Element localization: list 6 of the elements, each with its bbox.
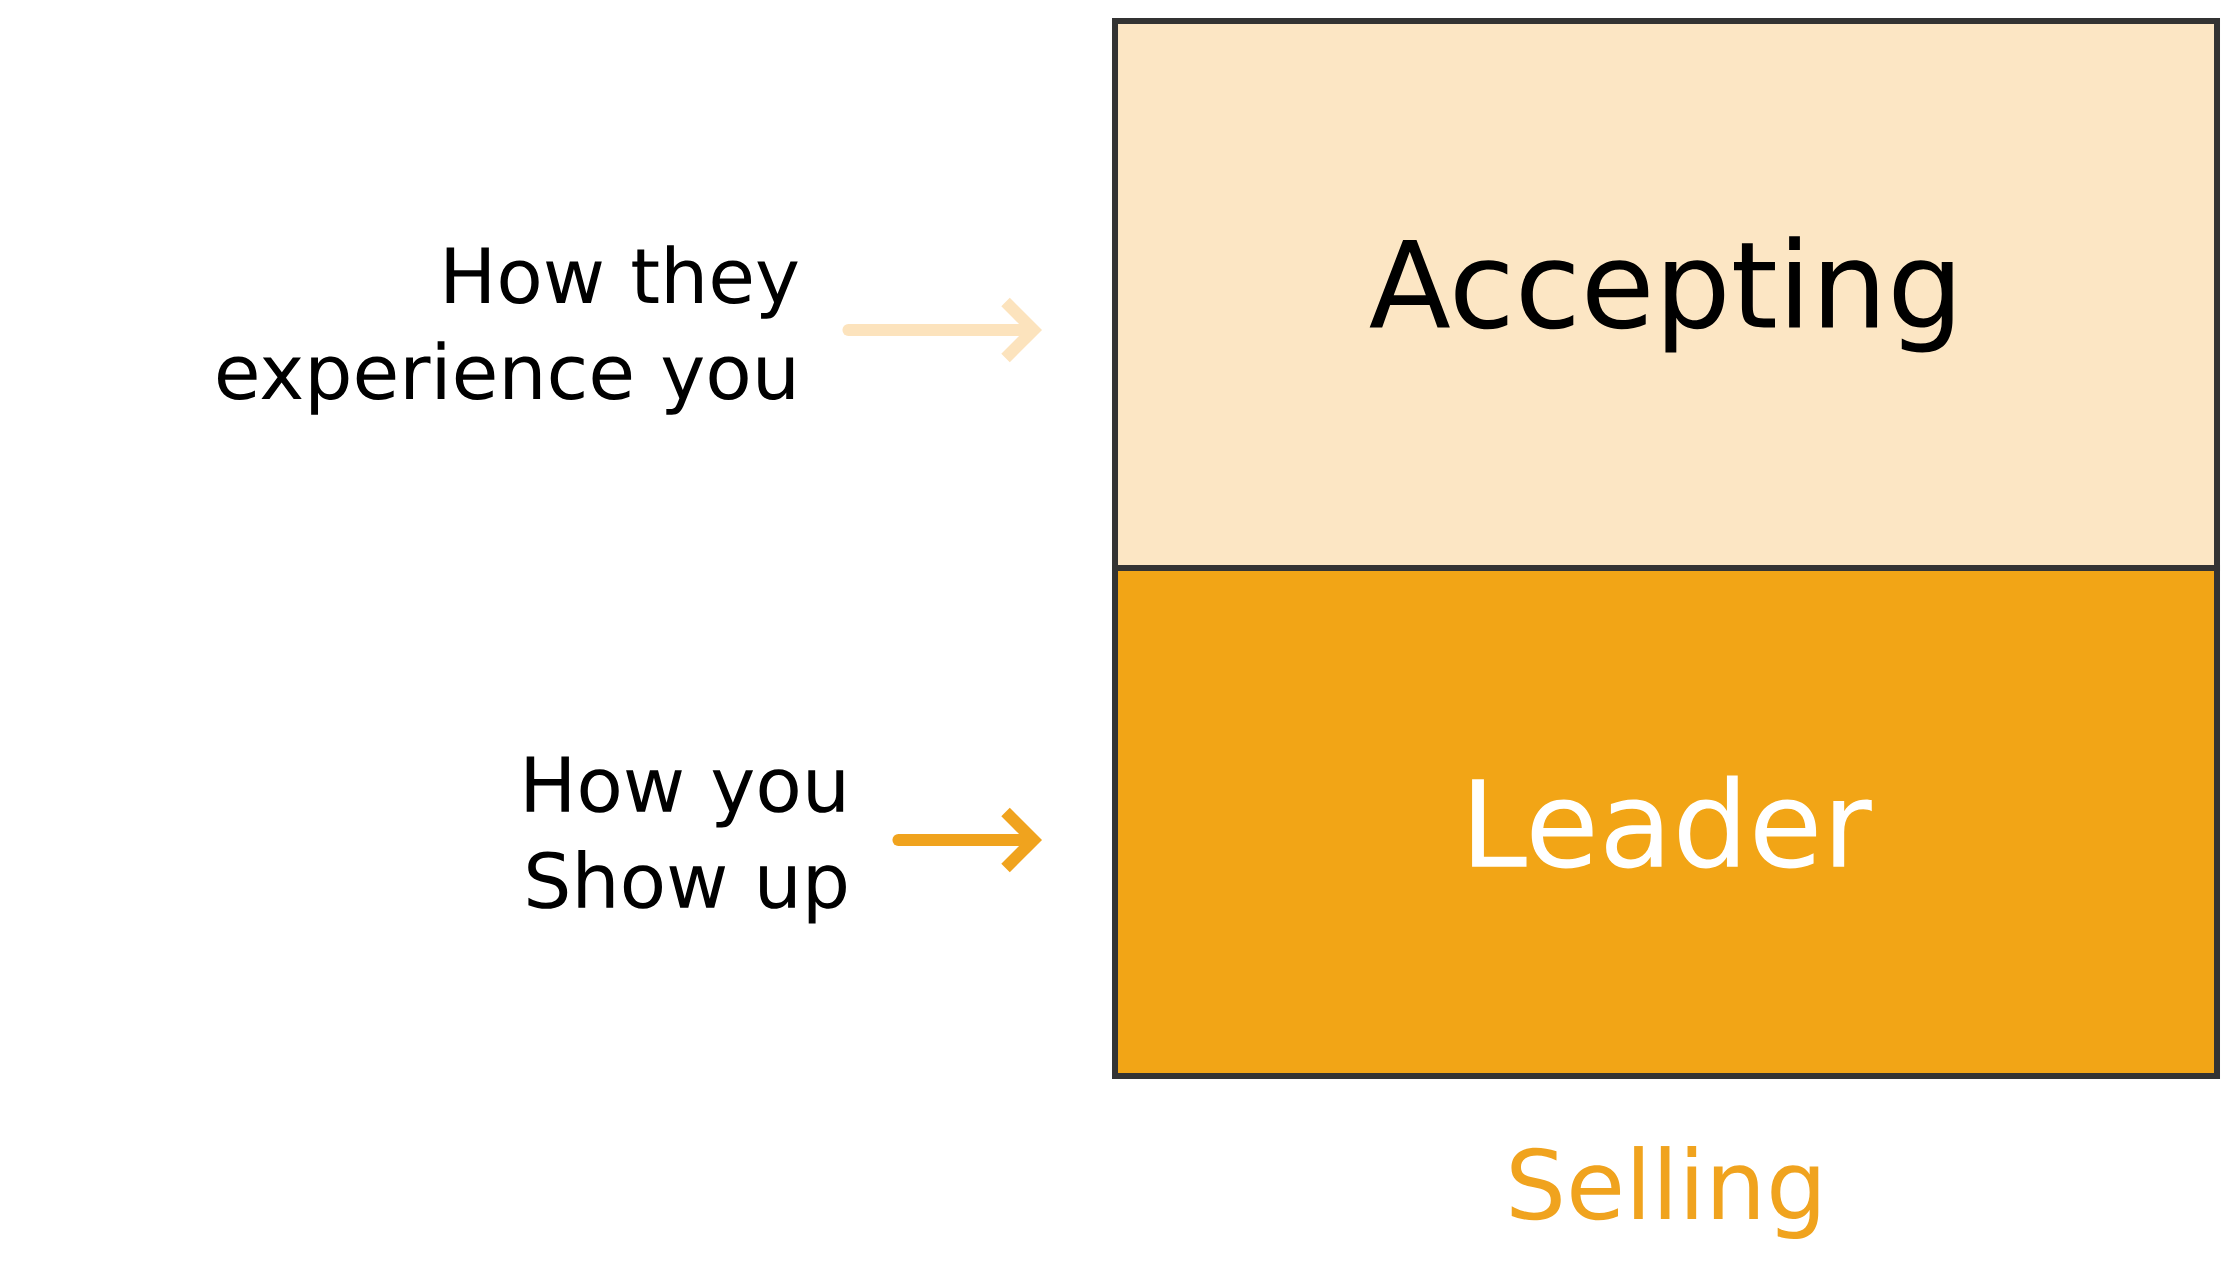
text-box: Leader (1112, 565, 2220, 1079)
caption-text: Selling (1511, 1146, 1819, 1239)
arrow (892, 807, 1042, 873)
text-label: How you Show up (526, 756, 846, 924)
text-label: How they experience you (218, 245, 798, 415)
arrow (842, 297, 1042, 363)
